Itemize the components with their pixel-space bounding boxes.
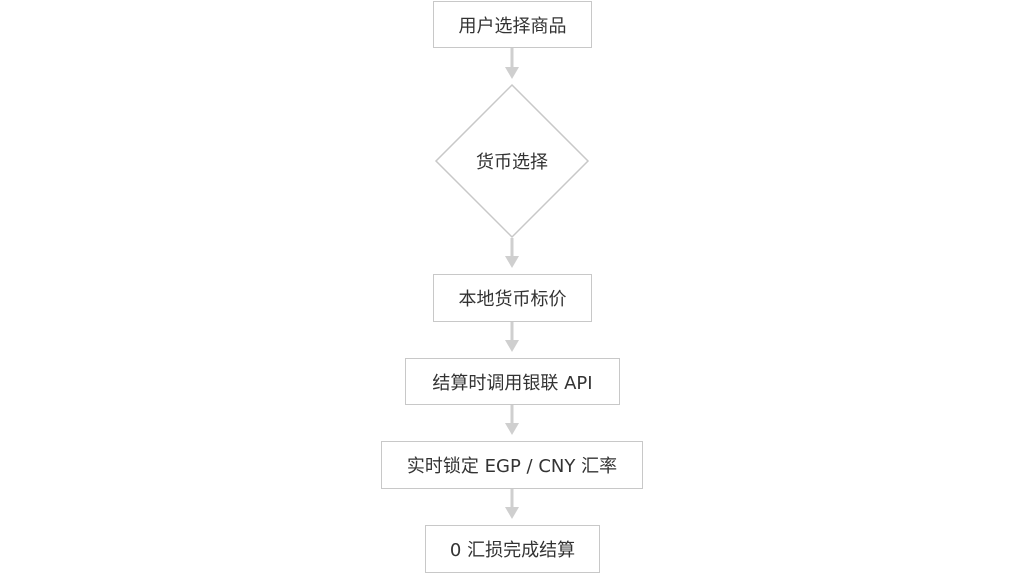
connector-3 bbox=[505, 322, 519, 352]
node-zero-loss: 0 汇损完成结算 bbox=[425, 525, 600, 573]
node-select-product: 用户选择商品 bbox=[433, 1, 592, 48]
node-unionpay-api: 结算时调用银联 API bbox=[405, 358, 620, 405]
connector-5 bbox=[505, 489, 519, 519]
connector-1 bbox=[505, 48, 519, 79]
node-currency-select: 货币选择 bbox=[476, 152, 548, 173]
connector-4 bbox=[505, 405, 519, 435]
connector-2 bbox=[505, 238, 519, 268]
node-local-pricing: 本地货币标价 bbox=[433, 274, 592, 322]
decision-diamond bbox=[434, 83, 590, 239]
node-lock-rate: 实时锁定 EGP / CNY 汇率 bbox=[381, 441, 643, 489]
